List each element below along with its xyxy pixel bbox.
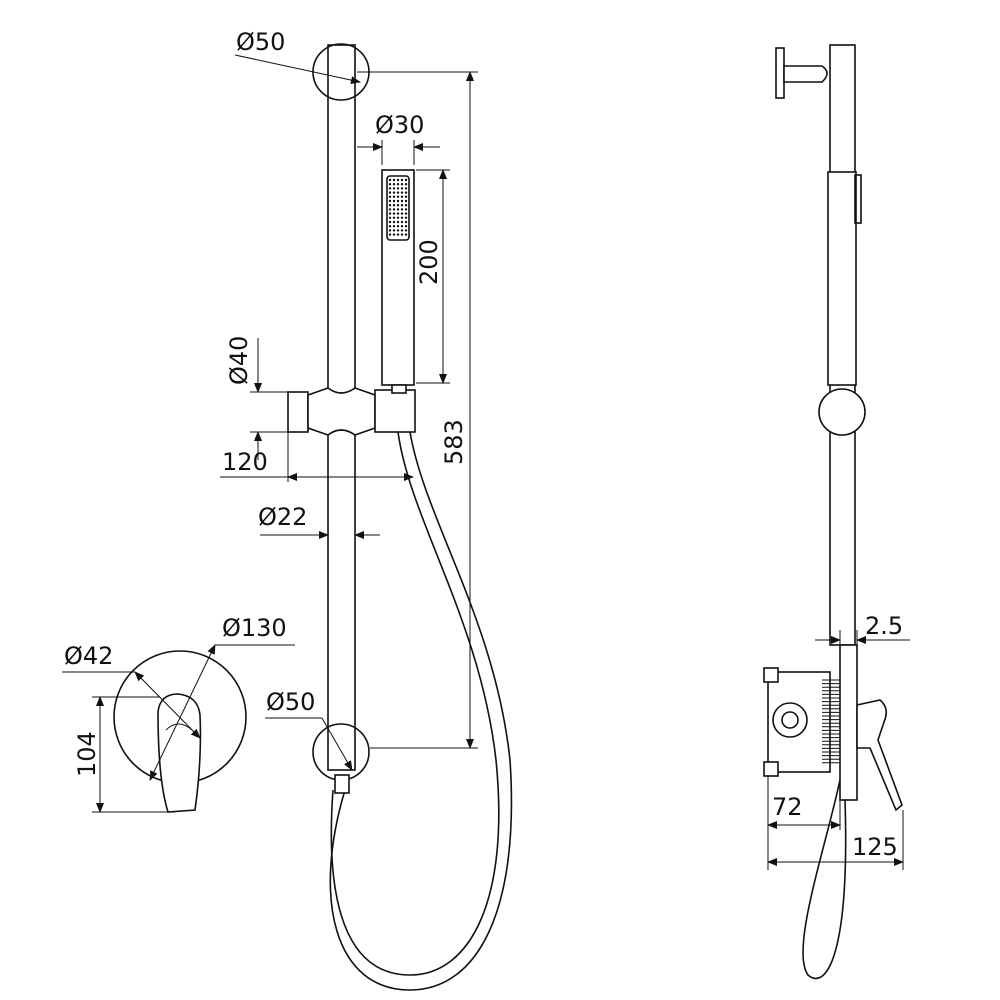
spray-nozzles xyxy=(388,178,408,236)
nozzle-dot xyxy=(404,187,408,190)
nozzle-dot xyxy=(392,187,396,190)
mixer-handle xyxy=(157,693,202,813)
nozzle-dot xyxy=(400,199,404,203)
nozzle-dot xyxy=(404,178,408,182)
dim-top-bracket-dia: Ø50 xyxy=(236,28,285,56)
nozzle-dot xyxy=(388,208,392,211)
nozzle-dot xyxy=(392,216,396,219)
nozzle-dot xyxy=(388,229,392,232)
nozzle-dot xyxy=(392,199,396,203)
nozzle-dot xyxy=(400,208,404,211)
nozzle-dot xyxy=(400,191,404,194)
dim-holder-depth: 120 xyxy=(222,448,268,476)
side-view: 2.5 72 125 xyxy=(763,44,910,980)
side-holder xyxy=(818,388,866,436)
dim-plate-dia: Ø130 xyxy=(222,614,287,642)
nozzle-dot xyxy=(404,233,408,236)
nozzle-dot xyxy=(388,187,392,190)
nozzle-dot xyxy=(404,204,408,207)
nozzle-dot xyxy=(388,195,392,198)
dim-handle-dia: Ø42 xyxy=(64,642,113,670)
nozzle-dot xyxy=(392,195,396,198)
nozzle-dot xyxy=(392,220,396,224)
dim-rail-length: 583 xyxy=(440,419,468,465)
nozzle-dot xyxy=(400,178,404,182)
nozzle-dot xyxy=(400,225,404,228)
nozzle-dot xyxy=(404,183,408,186)
nozzle-dot xyxy=(396,220,400,224)
nozzle-dot xyxy=(396,187,400,190)
nozzle-dot xyxy=(400,229,404,232)
nozzle-dot xyxy=(388,199,392,203)
side-handle xyxy=(856,699,903,812)
nozzle-dot xyxy=(388,212,392,215)
nozzle-dot xyxy=(404,220,408,224)
nozzle-dot xyxy=(396,233,400,236)
nozzle-dot xyxy=(400,212,404,215)
nozzle-dot xyxy=(392,208,396,211)
front-view: Ø50 583 Ø30 200 Ø40 120 Ø22 Ø130 Ø42 xyxy=(62,28,513,991)
side-plate xyxy=(839,644,858,801)
nozzle-dot xyxy=(388,191,392,194)
nozzle-dot xyxy=(396,199,400,203)
mixer-body xyxy=(767,671,831,773)
nozzle-dot xyxy=(396,191,400,194)
nozzle-dot xyxy=(388,183,392,186)
nozzle-dot xyxy=(404,225,408,228)
dim-total-depth: 125 xyxy=(852,833,898,861)
nozzle-dot xyxy=(396,208,400,211)
nozzle-dot xyxy=(392,178,396,182)
nozzle-dot xyxy=(396,216,400,219)
nozzle-dot xyxy=(388,204,392,207)
nozzle-dot xyxy=(392,225,396,228)
dim-bottom-bracket-dia: Ø50 xyxy=(266,688,315,716)
nozzle-dot xyxy=(404,199,408,203)
nozzle-dot xyxy=(388,216,392,219)
dim-rail-dia: Ø22 xyxy=(258,503,307,531)
dim-holder-dia: Ø40 xyxy=(225,336,253,385)
dim-plate-height: 104 xyxy=(73,731,101,777)
spray-face xyxy=(386,175,410,241)
nozzle-dot xyxy=(404,212,408,215)
nozzle-dot xyxy=(396,178,400,182)
nozzle-dot xyxy=(400,183,404,186)
nozzle-dot xyxy=(388,178,392,182)
nozzle-dot xyxy=(392,191,396,194)
nozzle-dot xyxy=(396,212,400,215)
side-hand-shower xyxy=(827,171,857,386)
nozzle-dot xyxy=(404,216,408,219)
dim-handshower-dia: Ø30 xyxy=(375,111,424,139)
nozzle-dot xyxy=(404,195,408,198)
dim-body-depth: 72 xyxy=(772,793,803,821)
nozzle-dot xyxy=(400,195,404,198)
nozzle-dot xyxy=(400,187,404,190)
dim-handshower-length: 200 xyxy=(415,239,443,285)
nozzle-dot xyxy=(392,212,396,215)
nozzle-dot xyxy=(396,204,400,207)
nozzle-dot xyxy=(392,229,396,232)
nozzle-dot xyxy=(388,225,392,228)
hose xyxy=(330,431,500,976)
nozzle-dot xyxy=(400,204,404,207)
nozzle-dot xyxy=(396,195,400,198)
nozzle-dot xyxy=(388,233,392,236)
nozzle-dot xyxy=(400,220,404,224)
nozzle-dot xyxy=(404,191,408,194)
nozzle-dot xyxy=(388,220,392,224)
slider-holder xyxy=(287,384,416,436)
nozzle-dot xyxy=(396,183,400,186)
nozzle-dot xyxy=(404,229,408,232)
nozzle-dot xyxy=(392,233,396,236)
nozzle-dot xyxy=(392,204,396,207)
nozzle-dot xyxy=(400,233,404,236)
nozzle-dot xyxy=(396,225,400,228)
nozzle-dot xyxy=(392,183,396,186)
nozzle-dot xyxy=(400,216,404,219)
nozzle-dot xyxy=(396,229,400,232)
dim-plate-thickness: 2.5 xyxy=(865,612,903,640)
nozzle-dot xyxy=(404,208,408,211)
mixer-ribs xyxy=(822,679,840,764)
